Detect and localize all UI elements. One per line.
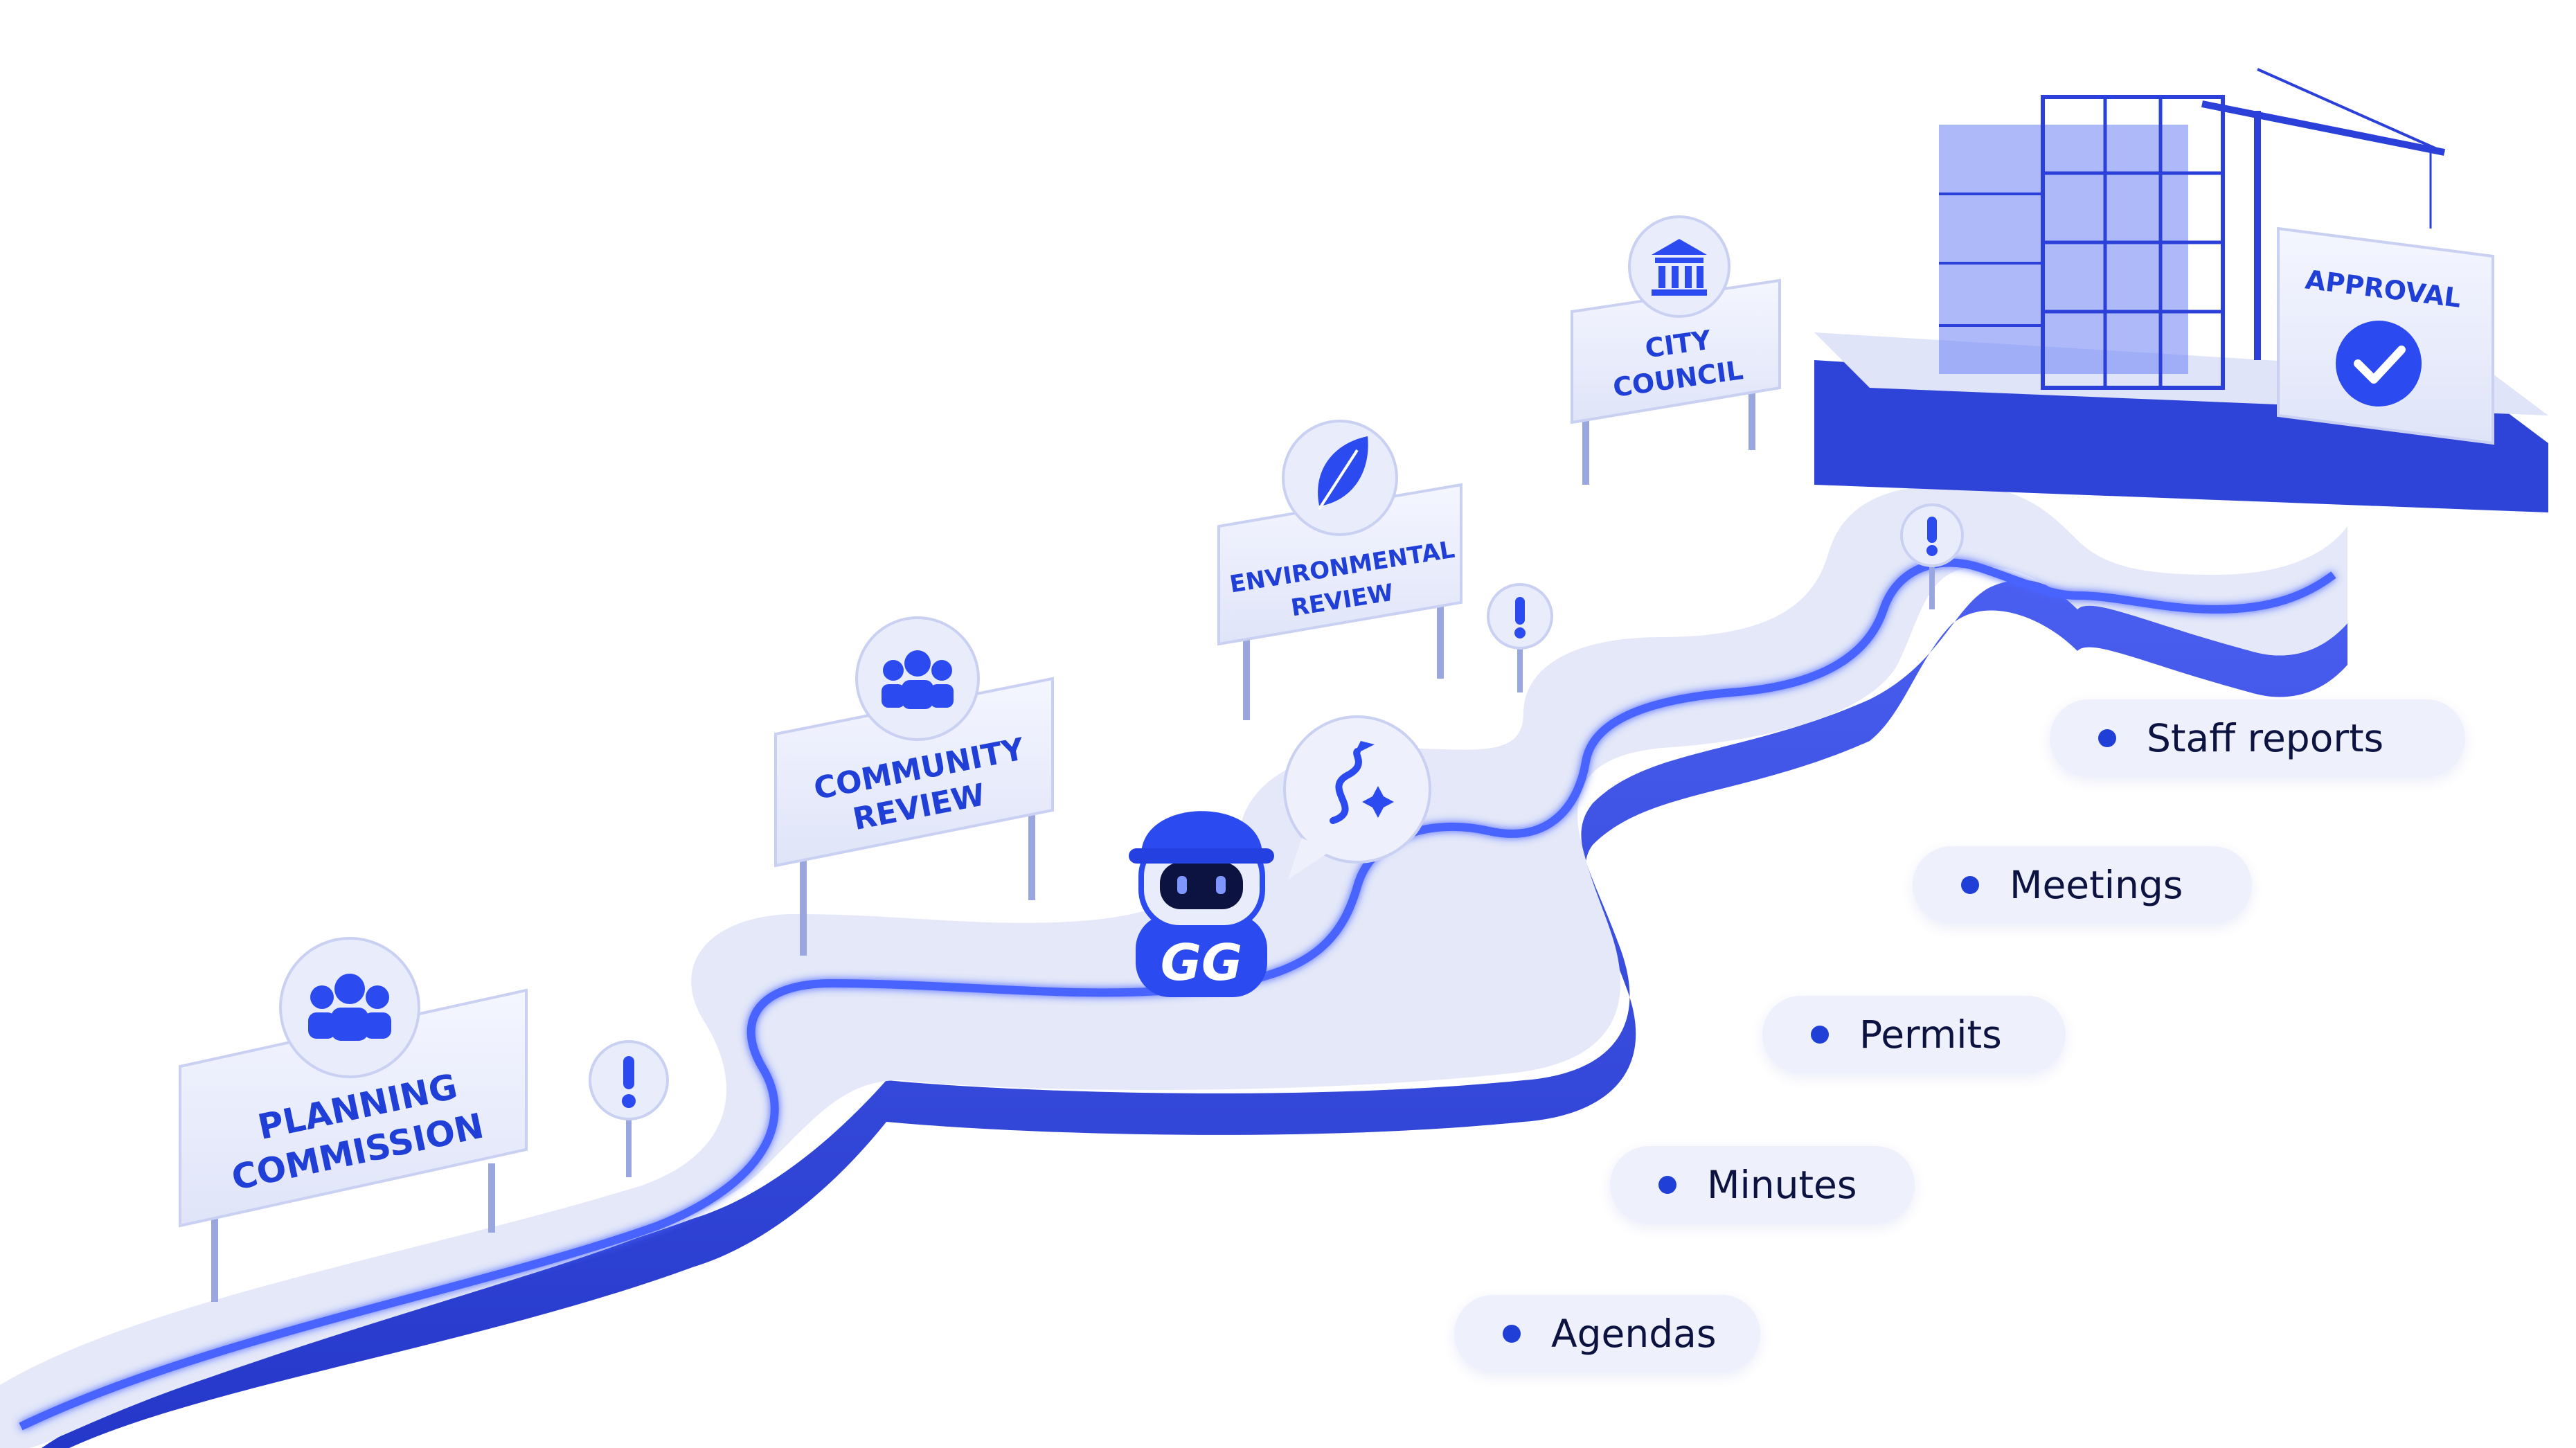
- robot-mascot: GG: [1129, 811, 1274, 997]
- checkmark-icon: [2354, 346, 2406, 384]
- warning-marker: [1900, 503, 1964, 609]
- mascot-badge: GG: [1161, 933, 1242, 992]
- sign-approval: APPROVAL: [2277, 226, 2494, 445]
- doc-pill-label: Staff reports: [2147, 716, 2384, 760]
- doc-pill-permits[interactable]: Permits: [1762, 996, 2066, 1073]
- doc-pill-label: Minutes: [1707, 1163, 1857, 1207]
- exclamation-icon: [1514, 597, 1526, 638]
- people-group-icon: [882, 650, 954, 709]
- people-group-icon: [308, 974, 391, 1041]
- exclamation-icon: [622, 1056, 636, 1108]
- warning-marker: [1487, 583, 1553, 692]
- sign-community-review: COMMUNITY REVIEW: [774, 616, 1054, 956]
- bullet-dot: [2098, 729, 2116, 747]
- doc-pill-agendas[interactable]: Agendas: [1454, 1295, 1760, 1373]
- doc-pill-label: Meetings: [2010, 863, 2183, 907]
- speech-bubble: [1283, 715, 1431, 879]
- doc-pill-label: Agendas: [1551, 1312, 1717, 1356]
- sign-city-council: CITY COUNCIL: [1571, 215, 1781, 485]
- doc-pill-staff-reports[interactable]: Staff reports: [2050, 699, 2465, 777]
- bullet-dot: [1658, 1176, 1676, 1194]
- bullet-dot: [1961, 876, 1979, 894]
- leaf-icon: [1318, 436, 1368, 510]
- route-map-icon: [1330, 741, 1394, 824]
- bullet-dot: [1811, 1026, 1829, 1044]
- doc-pill-label: Permits: [1859, 1012, 2002, 1057]
- doc-pill-meetings[interactable]: Meetings: [1913, 846, 2252, 924]
- crane-icon: [2201, 68, 2445, 360]
- sign-environmental-review: ENVIRONMENTAL REVIEW: [1217, 420, 1463, 720]
- doc-pill-minutes[interactable]: Minutes: [1610, 1146, 1915, 1224]
- warning-marker: [589, 1040, 669, 1177]
- bullet-dot: [1503, 1325, 1521, 1343]
- exclamation-icon: [1926, 517, 1938, 556]
- building-icon: [1939, 95, 2225, 390]
- government-building-icon: [1652, 239, 1707, 296]
